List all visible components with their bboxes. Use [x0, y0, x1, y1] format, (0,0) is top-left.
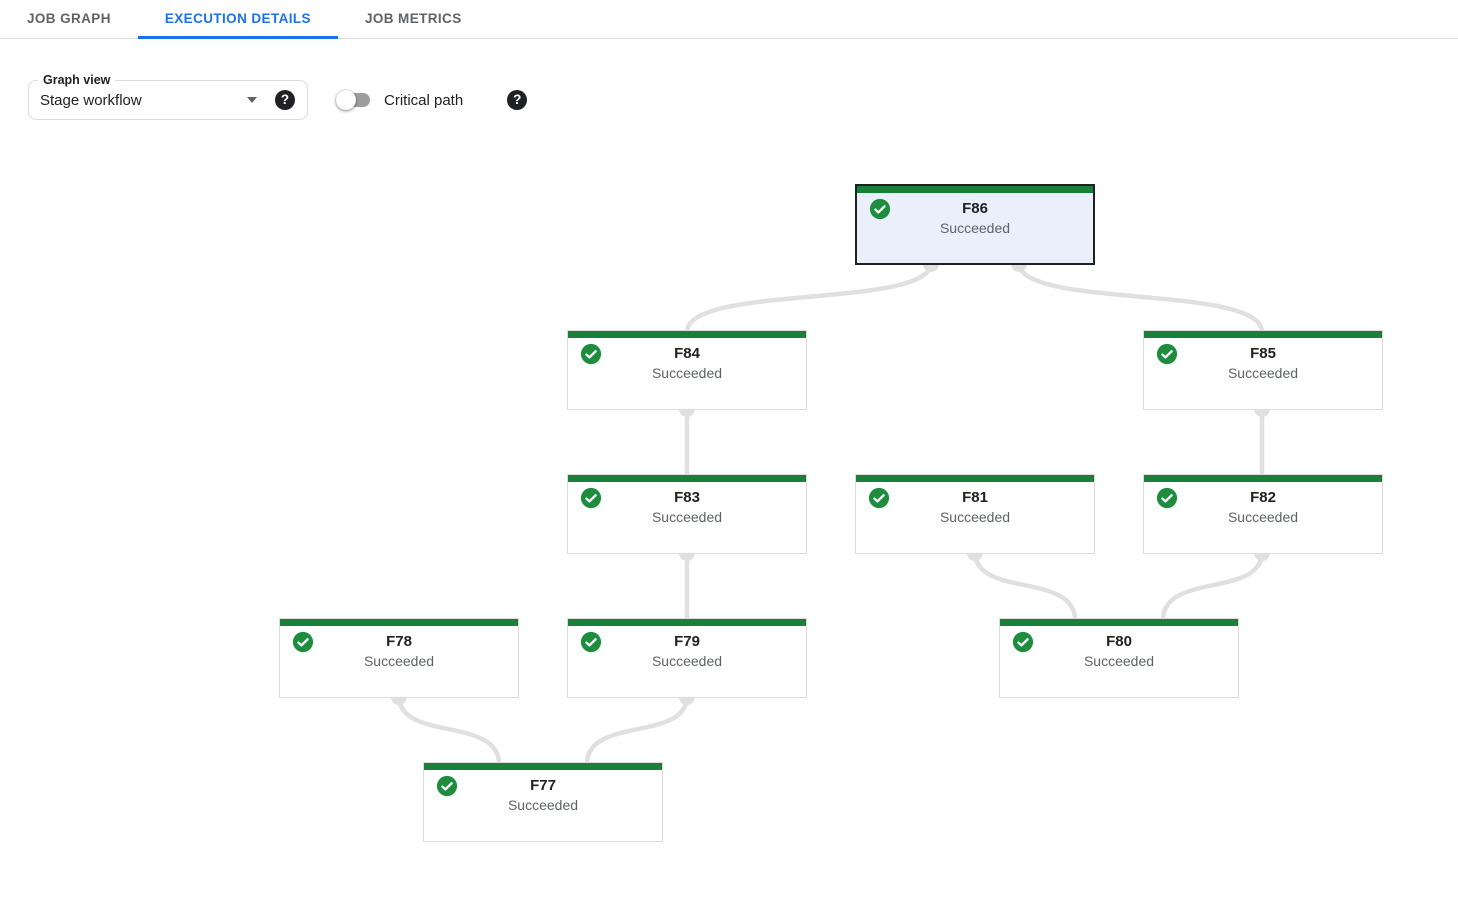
check-circle-icon — [869, 198, 891, 220]
stage-node-title: F85 — [1250, 345, 1276, 362]
edge-F81-F80 — [967, 545, 1078, 623]
stage-node-title: F81 — [962, 489, 988, 506]
stage-status-bar — [424, 763, 662, 770]
graph-controls: Graph view Stage workflow ? Critical pat… — [28, 72, 528, 120]
edge-F85-F82 — [1254, 401, 1270, 479]
stage-status-bar — [1144, 331, 1382, 338]
critical-path-label: Critical path — [384, 91, 464, 109]
check-circle-icon — [436, 775, 458, 797]
edge-F86-F84 — [684, 256, 939, 335]
stage-node-title: F83 — [674, 489, 700, 506]
check-circle-icon — [580, 343, 602, 365]
stage-node-status: Succeeded — [1227, 509, 1299, 525]
stage-status-bar — [568, 619, 806, 626]
tab-execution-details[interactable]: EXECUTION DETAILS — [137, 0, 338, 39]
chevron-down-icon — [247, 97, 257, 103]
tab-bar: JOB GRAPH EXECUTION DETAILS JOB METRICS — [0, 0, 1458, 39]
stage-node-status: Succeeded — [651, 653, 723, 669]
stage-node-title: F78 — [386, 633, 412, 650]
check-circle-icon — [292, 631, 314, 653]
edge-F84-F83 — [679, 401, 695, 479]
graph-view-help-icon[interactable]: ? — [275, 90, 295, 110]
check-circle-icon — [1156, 343, 1178, 365]
stage-node-title: F84 — [674, 345, 700, 362]
stage-node-title: F82 — [1250, 489, 1276, 506]
edge-F79-F77 — [584, 689, 695, 767]
stage-node-title: F86 — [962, 200, 988, 217]
stage-status-bar — [857, 186, 1093, 193]
stage-node-title: F79 — [674, 633, 700, 650]
critical-path-toggle[interactable] — [336, 90, 372, 110]
tab-job-metrics[interactable]: JOB METRICS — [364, 10, 462, 26]
graph-view-select[interactable]: Graph view Stage workflow ? — [28, 72, 308, 120]
stage-status-bar — [1000, 619, 1238, 626]
stage-node-status: Succeeded — [939, 220, 1011, 236]
stage-node-status: Succeeded — [363, 653, 435, 669]
graph-view-label: Graph view — [38, 72, 116, 88]
stage-status-bar — [1144, 475, 1382, 482]
check-circle-icon — [868, 487, 890, 509]
edge-F83-F79 — [679, 545, 695, 623]
stage-status-bar — [568, 331, 806, 338]
tab-job-graph[interactable]: JOB GRAPH — [27, 10, 111, 26]
check-circle-icon — [1156, 487, 1178, 509]
stage-node-status: Succeeded — [651, 365, 723, 381]
critical-path-toggle-group: Critical path ? — [336, 90, 528, 110]
critical-path-help-icon[interactable]: ? — [507, 90, 528, 110]
stage-node-status: Succeeded — [1083, 653, 1155, 669]
stage-node-status: Succeeded — [507, 797, 579, 813]
edge-F86-F85 — [1011, 256, 1265, 335]
stage-status-bar — [856, 475, 1094, 482]
stage-node-status: Succeeded — [939, 509, 1011, 525]
toggle-thumb — [336, 90, 356, 110]
check-circle-icon — [580, 631, 602, 653]
stage-node-title: F80 — [1106, 633, 1132, 650]
check-circle-icon — [1012, 631, 1034, 653]
edge-F78-F77 — [391, 689, 502, 767]
stage-node-status: Succeeded — [1227, 365, 1299, 381]
stage-node-title: F77 — [530, 777, 556, 794]
check-circle-icon — [580, 487, 602, 509]
stage-status-bar — [568, 475, 806, 482]
stage-status-bar — [280, 619, 518, 626]
stage-node-status: Succeeded — [651, 509, 723, 525]
graph-view-selected-value: Stage workflow — [40, 91, 142, 109]
edge-F82-F80 — [1160, 545, 1270, 623]
